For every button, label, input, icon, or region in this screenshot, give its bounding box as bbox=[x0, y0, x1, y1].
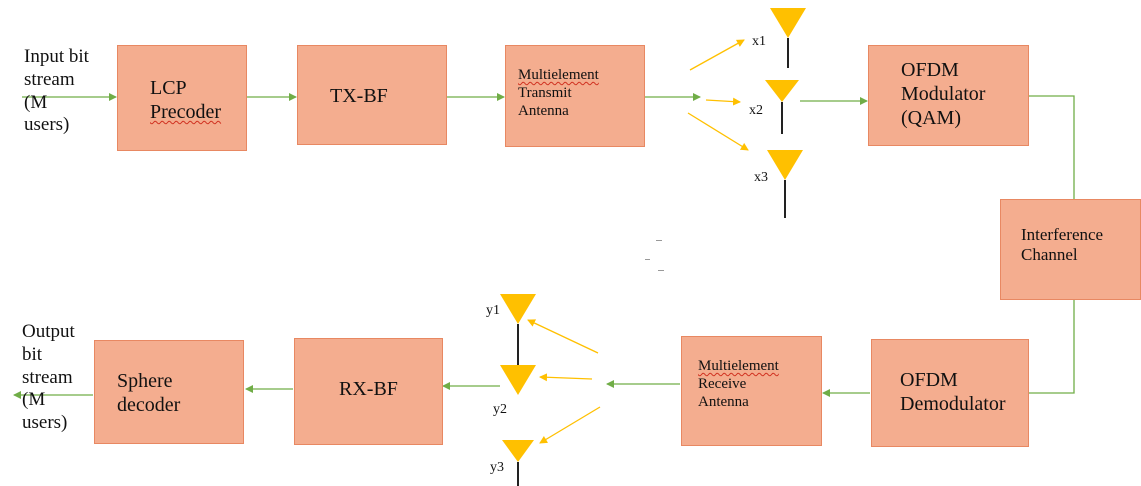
block-line: Transmit bbox=[518, 85, 572, 101]
antenna-stem bbox=[517, 335, 519, 365]
antenna-icon bbox=[500, 294, 536, 324]
antenna-stem bbox=[781, 102, 783, 134]
ofdm-modulator-label: OFDM Modulator (QAM) bbox=[901, 58, 985, 130]
rx-bf-block: RX-BF bbox=[294, 338, 443, 445]
block-line: LCP bbox=[150, 77, 187, 99]
output-line: (M bbox=[22, 389, 46, 411]
rx-antenna-label: y1 bbox=[486, 303, 500, 318]
block-line: Demodulator bbox=[900, 393, 1006, 415]
stray-mark bbox=[656, 240, 662, 241]
beam-to-y2 bbox=[539, 373, 593, 382]
output-label: Output bit stream (M users) bbox=[22, 321, 75, 435]
block-line: Antenna bbox=[518, 103, 569, 119]
tx-antenna-x1 bbox=[770, 8, 806, 68]
beam-to-x2 bbox=[705, 97, 741, 106]
interference-channel-label: Interference Channel bbox=[1021, 225, 1103, 266]
block-line: (QAM) bbox=[901, 107, 961, 129]
beam-to-y3 bbox=[539, 406, 601, 444]
input-label: Input bit stream (M users) bbox=[24, 46, 89, 137]
output-line: bit bbox=[22, 343, 43, 365]
stray-mark bbox=[645, 259, 650, 260]
lcp-precoder-block: LCP Precoder bbox=[117, 45, 247, 151]
block-line: OFDM bbox=[900, 369, 958, 391]
block-line: Precoder bbox=[150, 101, 222, 123]
block-line: Multielement bbox=[518, 67, 599, 83]
ofdm-demodulator-label: OFDM Demodulator bbox=[900, 368, 1006, 416]
block-line: Sphere bbox=[117, 370, 173, 392]
block-line: Channel bbox=[1021, 245, 1078, 265]
block-line: Interference bbox=[1021, 225, 1104, 244]
antenna-icon bbox=[767, 150, 803, 180]
beam-to-x3 bbox=[687, 112, 749, 151]
wire-interference-to-ofdm-demod bbox=[1029, 300, 1075, 394]
multielement-receive-antenna-label: Multielement Receive Antenna bbox=[698, 357, 779, 411]
tx-bf-block: TX-BF bbox=[297, 45, 447, 145]
rx-antenna-y2 bbox=[500, 335, 536, 395]
interference-channel-block: Interference Channel bbox=[1000, 199, 1141, 300]
block-line: Multielement bbox=[698, 358, 779, 374]
block-line: RX-BF bbox=[339, 378, 398, 400]
tx-antenna-x3 bbox=[767, 150, 803, 218]
wire-ofdm-mod-to-interference bbox=[1029, 95, 1075, 199]
sphere-decoder-block: Sphere decoder bbox=[94, 340, 244, 444]
multielement-receive-antenna-block: Multielement Receive Antenna bbox=[681, 336, 822, 446]
rx-antenna-label: y2 bbox=[493, 402, 507, 417]
block-line: Antenna bbox=[698, 394, 749, 410]
rx-bf-label: RX-BF bbox=[339, 377, 398, 401]
beam-to-y1 bbox=[527, 319, 599, 354]
ofdm-modulator-block: OFDM Modulator (QAM) bbox=[868, 45, 1029, 146]
multielement-transmit-antenna-block: Multielement Transmit Antenna bbox=[505, 45, 645, 147]
tx-bf-label: TX-BF bbox=[330, 84, 388, 108]
lcp-precoder-label: LCP Precoder bbox=[150, 76, 221, 124]
antenna-stem bbox=[784, 180, 786, 218]
output-line: users) bbox=[22, 412, 68, 434]
sphere-decoder-label: Sphere decoder bbox=[117, 369, 180, 417]
antenna-icon bbox=[765, 80, 799, 102]
antenna-stem bbox=[787, 38, 789, 68]
tx-antenna-label: x2 bbox=[749, 103, 763, 118]
rx-antenna-y3 bbox=[502, 440, 538, 486]
block-line: decoder bbox=[117, 394, 181, 416]
ofdm-demodulator-block: OFDM Demodulator bbox=[871, 339, 1029, 447]
block-line: OFDM bbox=[901, 59, 959, 81]
antenna-icon bbox=[502, 440, 534, 462]
block-line: Modulator bbox=[901, 83, 986, 105]
tx-antenna-label: x3 bbox=[754, 170, 768, 185]
output-line: Output bbox=[22, 321, 75, 342]
block-line: Receive bbox=[698, 376, 747, 392]
rx-antenna-label: y3 bbox=[490, 460, 504, 475]
beam-to-x1 bbox=[689, 39, 745, 71]
input-line: stream bbox=[24, 68, 75, 90]
tx-antenna-label: x1 bbox=[752, 34, 766, 49]
stray-mark bbox=[658, 270, 664, 271]
antenna-icon bbox=[500, 365, 536, 395]
tx-antenna-x2 bbox=[765, 80, 801, 136]
input-line: users) bbox=[24, 114, 70, 136]
output-line: stream bbox=[22, 366, 73, 388]
input-line: (M bbox=[24, 91, 48, 113]
antenna-stem bbox=[517, 462, 519, 486]
multielement-transmit-antenna-label: Multielement Transmit Antenna bbox=[518, 66, 599, 120]
input-line: Input bit bbox=[24, 46, 89, 67]
antenna-icon bbox=[770, 8, 806, 38]
block-line: TX-BF bbox=[330, 85, 388, 107]
